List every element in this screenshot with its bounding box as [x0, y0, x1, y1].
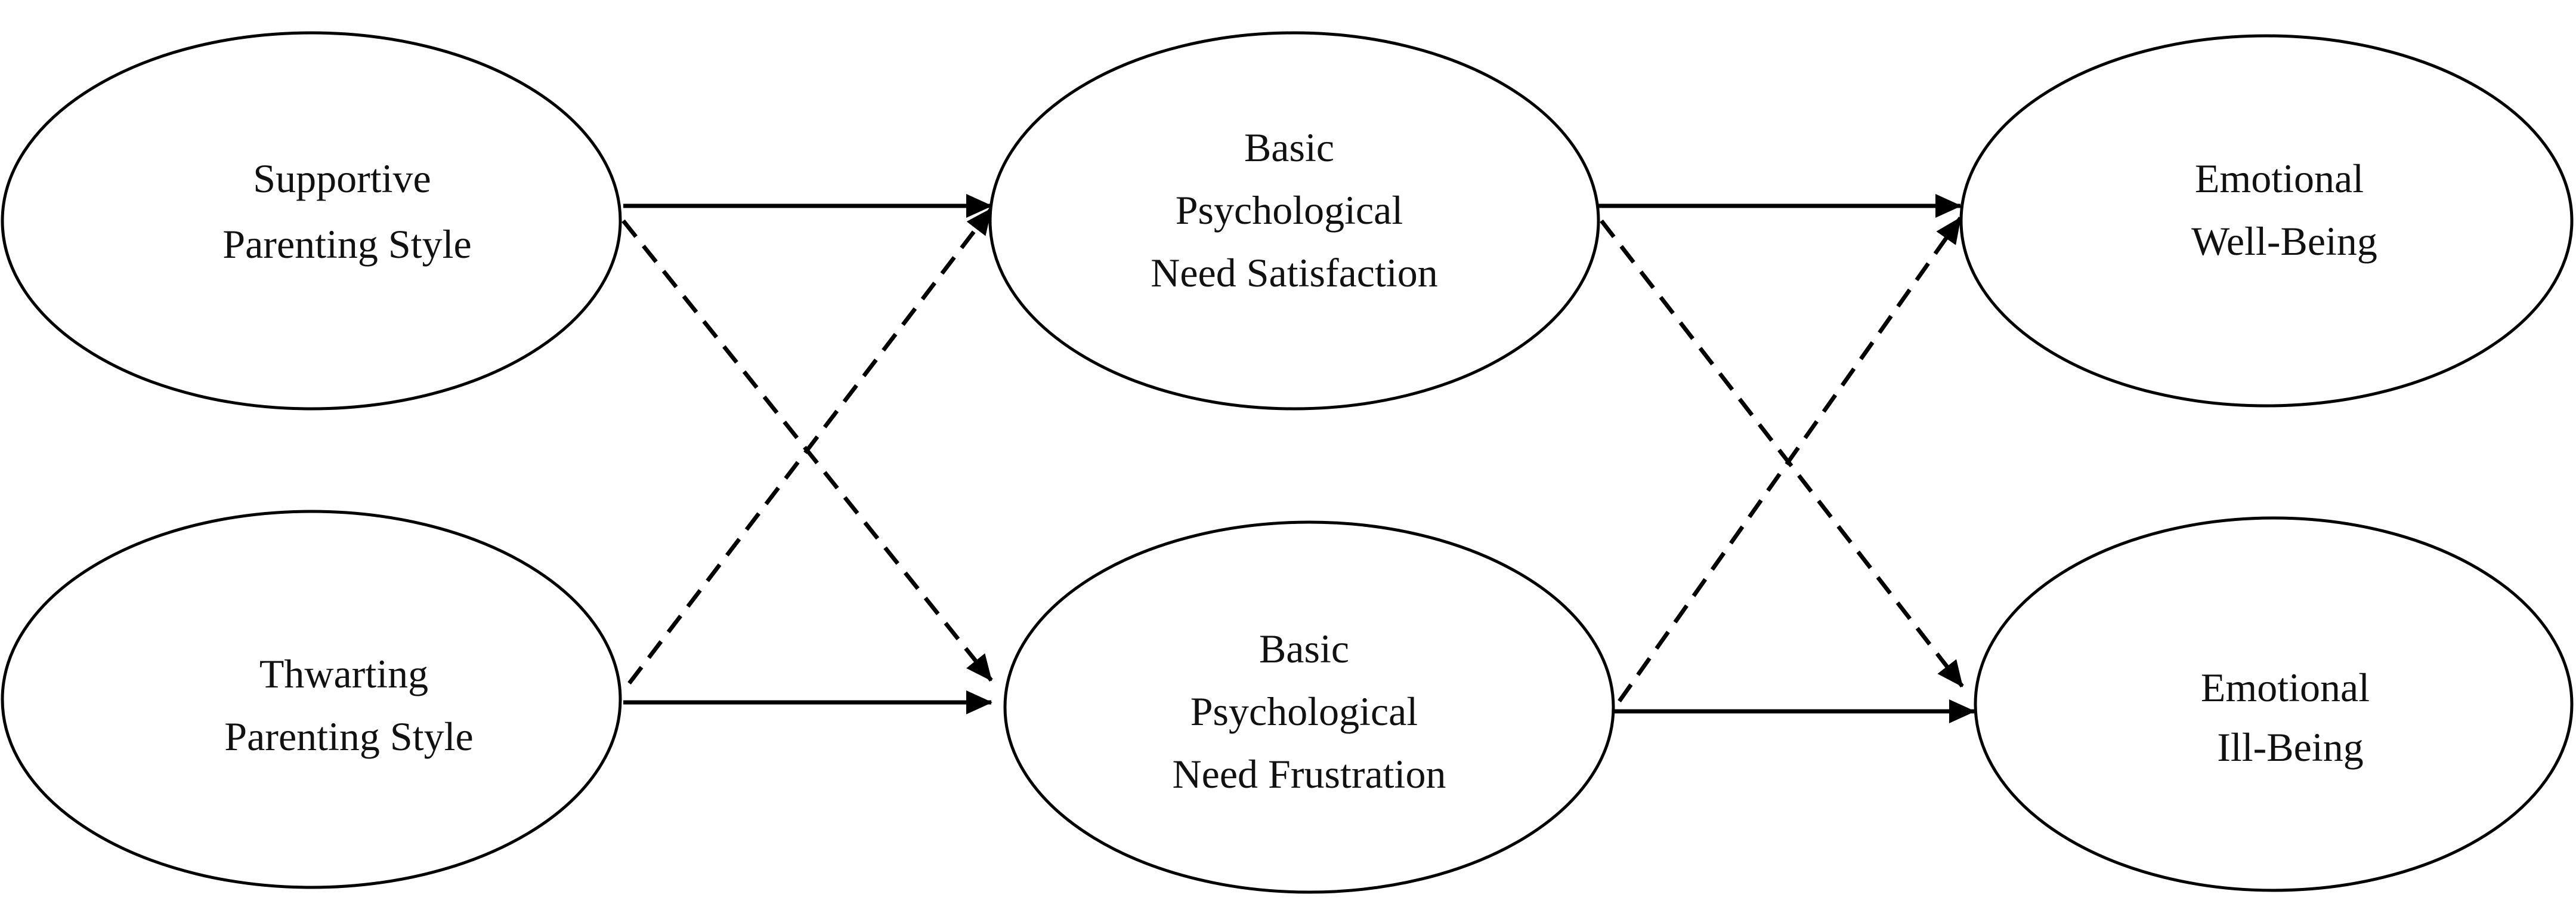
node-thwarting-parenting-style: Thwarting Parenting Style	[1, 510, 622, 889]
node-label-line: Psychological	[1176, 187, 1403, 233]
node-ellipse	[988, 31, 1600, 411]
node-label: Emotional Ill-Being	[2201, 665, 2380, 770]
node-label-line: Basic	[1259, 626, 1349, 671]
node-need-frustration: Basic Psychological Need Frustration	[1003, 520, 1615, 894]
edge-layer	[621, 194, 1975, 723]
node-ellipse	[1, 510, 622, 889]
node-label: Emotional Well-Being	[2191, 156, 2377, 264]
node-label-line: Basic	[1244, 125, 1334, 170]
edge-satisfaction-to-illbeing	[1600, 219, 1964, 688]
edge-frustration-to-wellbeing	[1618, 216, 1962, 703]
node-label-line: Psychological	[1190, 689, 1418, 734]
node-label: Basic Psychological Need Satisfaction	[1151, 125, 1438, 295]
node-label: Thwarting Parenting Style	[224, 651, 473, 759]
node-emotional-well-being: Emotional Well-Being	[1959, 34, 2574, 408]
node-label-line: Emotional	[2195, 156, 2364, 201]
node-label-line: Emotional	[2201, 665, 2370, 710]
node-label-line: Parenting Style	[222, 221, 471, 267]
node-label-line: Need Satisfaction	[1151, 250, 1438, 295]
node-ellipse	[1, 31, 622, 411]
node-label-line: Well-Being	[2191, 218, 2377, 264]
node-ellipse	[1974, 516, 2574, 892]
edge-thwarting-to-satisfaction	[627, 207, 993, 685]
node-label-line: Parenting Style	[224, 714, 473, 759]
node-label-line: Need Frustration	[1173, 751, 1446, 797]
node-supportive-parenting-style: Supportive Parenting Style	[1, 31, 622, 411]
node-label-line: Thwarting	[259, 651, 428, 696]
node-need-satisfaction: Basic Psychological Need Satisfaction	[988, 31, 1600, 411]
node-ellipse	[1003, 520, 1615, 894]
node-label-line: Ill-Being	[2217, 724, 2364, 770]
node-label: Basic Psychological Need Frustration	[1173, 626, 1446, 797]
node-emotional-ill-being: Emotional Ill-Being	[1974, 516, 2574, 892]
node-ellipse	[1959, 34, 2574, 408]
node-label-line: Supportive	[253, 156, 431, 201]
node-label: Supportive Parenting Style	[222, 156, 471, 267]
